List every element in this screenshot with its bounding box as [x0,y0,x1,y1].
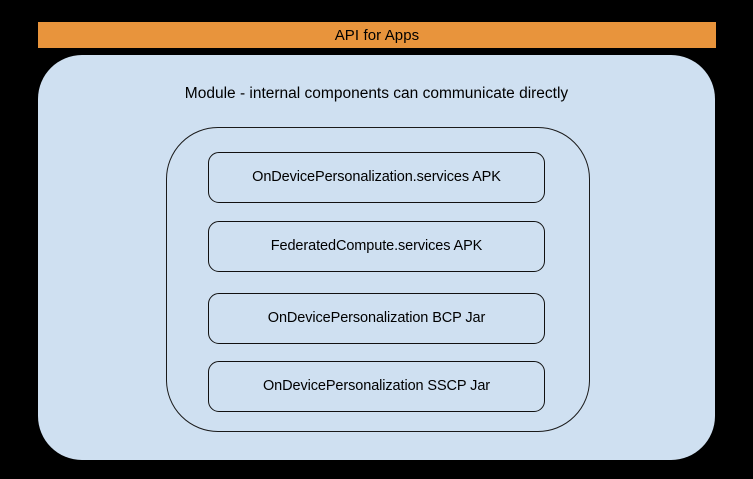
component-box-federatedcompute-services-apk: FederatedCompute.services APK [208,221,545,272]
module-panel: Module - internal components can communi… [38,55,715,460]
api-bar-label: API for Apps [334,26,420,44]
module-description-label: Module - internal components can communi… [184,85,569,102]
component-box-ondevicepersonalization-sscp-jar: OnDevicePersonalization SSCP Jar [208,361,545,412]
component-box-ondevicepersonalization-bcp-jar: OnDevicePersonalization BCP Jar [208,293,545,344]
component-label: OnDevicePersonalization.services APK [252,169,501,186]
component-label: OnDevicePersonalization SSCP Jar [262,378,491,395]
component-box-ondevicepersonalization-services-apk: OnDevicePersonalization.services APK [208,152,545,203]
api-for-apps-bar: API for Apps [38,22,716,48]
component-label: FederatedCompute.services APK [270,238,483,255]
internal-components-container [166,127,590,432]
component-label: OnDevicePersonalization BCP Jar [267,310,486,327]
